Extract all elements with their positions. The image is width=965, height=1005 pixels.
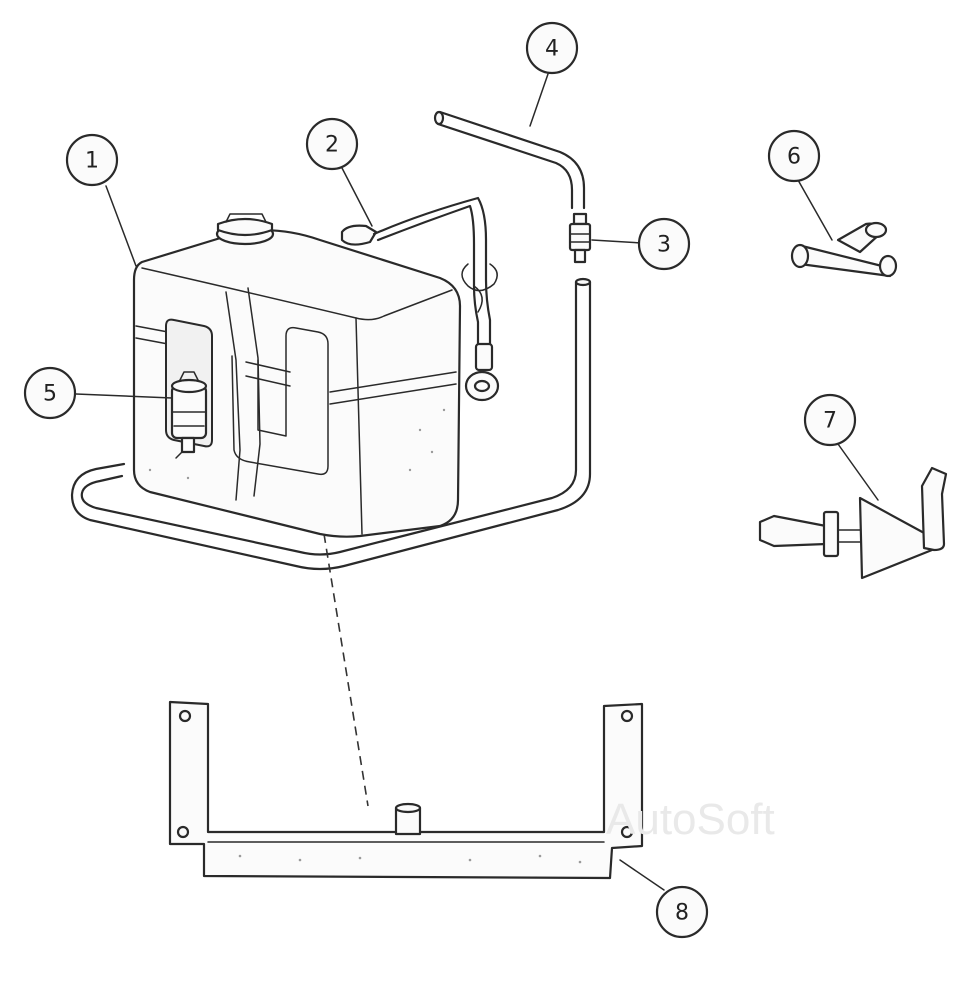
watermark-text: AutoSoft: [606, 795, 775, 844]
callout-4: 4: [525, 21, 579, 75]
svg-text:4: 4: [545, 37, 559, 62]
callout-3: 3: [637, 217, 691, 271]
callout-6: 6: [767, 129, 821, 183]
cap-tether-chain: [340, 196, 500, 402]
washer-reservoir: [132, 213, 462, 538]
hose-connector: [568, 212, 592, 264]
reservoir-bracket: [168, 700, 644, 880]
t-piece-connector: [790, 221, 898, 278]
callout-5: 5: [23, 366, 77, 420]
svg-text:8: 8: [675, 901, 689, 926]
svg-text:1: 1: [85, 149, 99, 174]
washer-jet-nozzle: [758, 466, 948, 580]
washer-pump: [170, 371, 208, 459]
upper-hose: [433, 110, 586, 210]
svg-text:6: 6: [787, 145, 801, 170]
callout-2: 2: [305, 117, 359, 171]
callout-7: 7: [803, 393, 857, 447]
svg-text:3: 3: [657, 233, 671, 258]
delivery-hose: [70, 277, 592, 571]
callout-8: 8: [655, 885, 709, 939]
svg-text:7: 7: [823, 409, 837, 434]
svg-text:2: 2: [325, 133, 339, 158]
callout-1: 1: [65, 133, 119, 187]
assembly-guide-line: [323, 533, 369, 807]
callout-leaders: [75, 73, 879, 891]
svg-text:5: 5: [43, 382, 57, 407]
